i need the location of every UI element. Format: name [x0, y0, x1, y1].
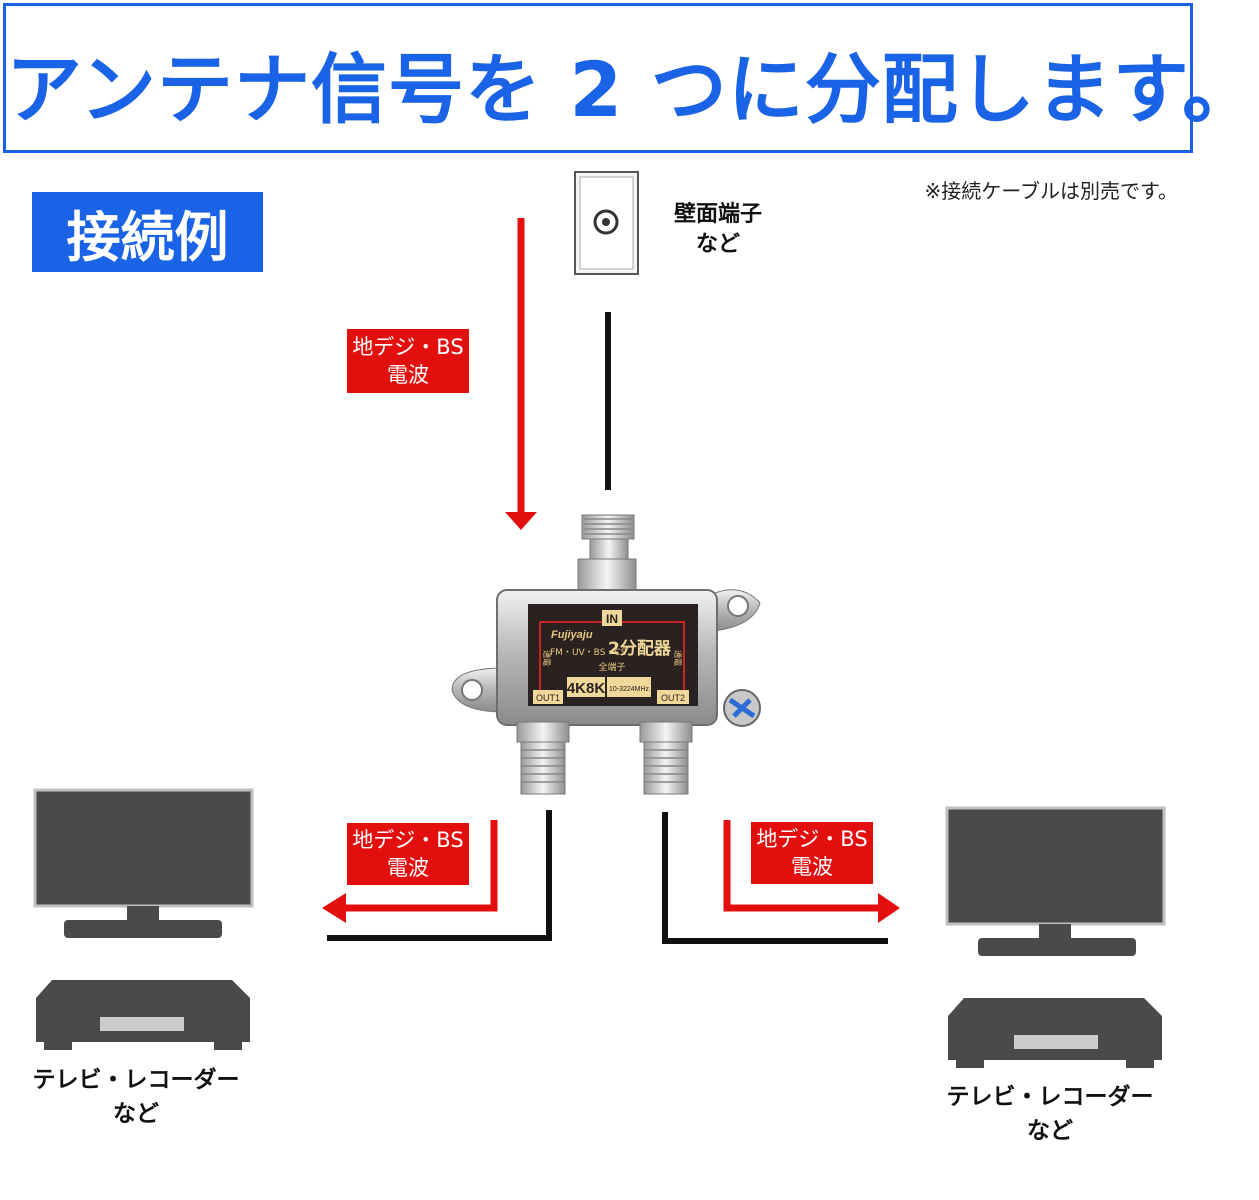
- splitter-device: [451, 514, 761, 795]
- wall-outlet-label-line2: など: [695, 232, 740, 257]
- signal-label-line2: 電波: [791, 855, 833, 879]
- device-label-left: テレビ・レコーダー など: [20, 1063, 252, 1131]
- connection-example-badge: 接続例: [32, 192, 263, 272]
- output-cable-left: [327, 810, 552, 941]
- output-signal-arrow-right: [723, 820, 900, 923]
- incoming-signal-arrow: [505, 218, 537, 530]
- tv-icon-right: [945, 806, 1166, 956]
- splitter-bands: FM・UV・BS・CS: [550, 648, 627, 658]
- page-title: アンテナ信号を 2 つに分配します。: [6, 45, 1259, 134]
- splitter-out2-label: OUT2: [661, 693, 685, 703]
- wall-outlet-icon: [574, 171, 639, 275]
- output-signal-arrow-left: [322, 820, 498, 923]
- wall-outlet-label-line1: 壁面端子: [673, 202, 762, 227]
- diagram-canvas: IN Fujiyaju 2分配器 FM・UV・BS・CS 通電 通電 全端子 4…: [33, 171, 1166, 1068]
- splitter-name: 2分配器: [608, 639, 672, 659]
- splitter-all-ports: 全端子: [598, 661, 625, 673]
- signal-label-line1: 地デジ・BS: [756, 827, 868, 851]
- splitter-spec: 4K8K: [567, 680, 606, 697]
- cable-note: ※接続ケーブルは別売です。: [924, 179, 1178, 203]
- tv-icon-left: [33, 788, 254, 938]
- signal-label-line2: 電波: [387, 363, 429, 387]
- device-label-right: テレビ・レコーダー など: [934, 1080, 1166, 1148]
- splitter-side-right: 通電: [673, 650, 683, 666]
- signal-label-line1: 地デジ・BS: [352, 828, 464, 852]
- signal-label-left: 地デジ・BS 電波: [347, 823, 469, 885]
- splitter-side-left: 通電: [542, 650, 552, 666]
- splitter-frequency: 10-3224MHz: [609, 686, 650, 693]
- device-label-line2: など: [113, 1101, 159, 1127]
- splitter-out1-label: OUT1: [536, 693, 560, 703]
- signal-label-input: 地デジ・BS 電波: [347, 329, 469, 393]
- device-label-line1: テレビ・レコーダー: [946, 1084, 1154, 1110]
- splitter-brand: Fujiyaju: [551, 629, 593, 641]
- recorder-icon-left: [36, 980, 250, 1050]
- output-cable-right: [662, 812, 888, 944]
- wall-outlet-label: 壁面端子 など: [660, 200, 776, 260]
- title-banner: アンテナ信号を 2 つに分配します。: [3, 3, 1259, 153]
- signal-label-line2: 電波: [387, 856, 429, 880]
- device-label-line2: など: [1027, 1118, 1073, 1144]
- device-label-line1: テレビ・レコーダー: [32, 1067, 240, 1093]
- splitter-in-label: IN: [606, 612, 618, 626]
- signal-label-line1: 地デジ・BS: [352, 335, 464, 359]
- signal-label-right: 地デジ・BS 電波: [751, 822, 873, 884]
- recorder-icon-right: [948, 998, 1162, 1068]
